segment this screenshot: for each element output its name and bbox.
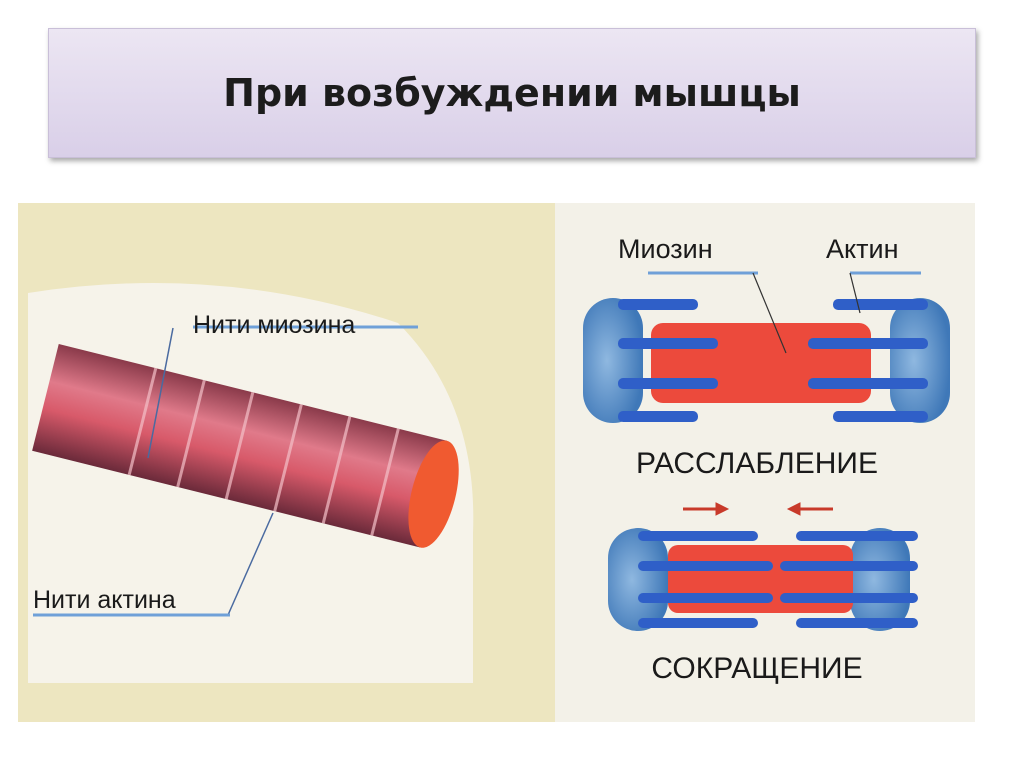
sarcomere-relaxed — [583, 272, 950, 423]
actin-filaments — [618, 299, 928, 422]
label-myosin: Миозин — [618, 234, 713, 264]
label-myosin-filaments: Нити миозина — [193, 311, 355, 339]
muscle-figure: Нити миозина Нити актина Миозин Актин РА… — [18, 203, 975, 722]
state-relaxation-label: РАССЛАБЛЕНИЕ — [636, 447, 878, 480]
label-actin: Актин — [826, 234, 898, 264]
myosin-pointer-line — [147, 327, 174, 459]
muscle-diagram: Нити миозина Нити актина Миозин Актин РА… — [28, 203, 975, 722]
right-panel-background — [555, 203, 975, 722]
muscle-fiber — [32, 343, 459, 548]
myosin-filament — [651, 323, 871, 403]
slide-title: При возбуждении мышцы — [223, 71, 801, 115]
actin-pointer-line — [227, 512, 274, 616]
title-box: При возбуждении мышцы — [48, 28, 976, 158]
contraction-arrows — [683, 502, 833, 516]
state-contraction-label: СОКРАЩЕНИЕ — [651, 652, 862, 685]
fiber-cross-section — [408, 440, 459, 548]
label-actin-filaments: Нити актина — [33, 586, 176, 614]
sarcomere-contracted — [608, 528, 918, 631]
